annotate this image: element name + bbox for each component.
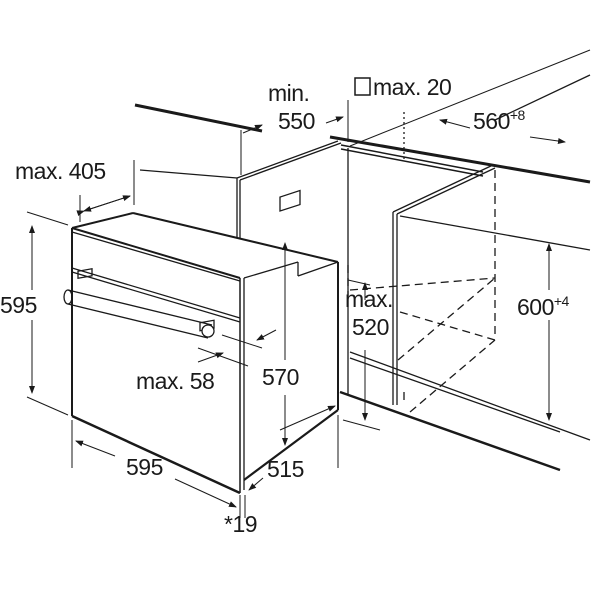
oven-body (71, 189, 339, 495)
label-max-520: 520 (352, 314, 389, 340)
niche-height-tolerance: +4 (553, 293, 569, 309)
label-depth-515: 515 (267, 456, 304, 482)
dimension-lines (26, 100, 566, 518)
label-max-405: max. 405 (15, 158, 106, 184)
label-min-550: 550 (278, 108, 315, 134)
label-niche-height: 600+4 (517, 294, 569, 319)
label-front-19: *19 (224, 511, 258, 537)
countertop-lines (134, 103, 591, 184)
label-oven-height: 595 (0, 292, 37, 318)
niche-height-value: 600 (517, 294, 554, 320)
cabinet-niche (139, 49, 591, 472)
vent-slot (279, 189, 301, 212)
oven-handle (63, 268, 215, 339)
label-depth-570: 570 (262, 364, 299, 390)
niche-width-value: 560 (473, 108, 510, 134)
label-min: min. (268, 80, 310, 106)
label-niche-width: 560+8 (473, 108, 525, 133)
label-max-20: max. 20 (373, 74, 452, 100)
niche-width-tolerance: +8 (509, 107, 525, 123)
dashed-niche-lines (347, 112, 496, 413)
label-max-58: max. 58 (136, 368, 215, 394)
label-max: max. (345, 286, 393, 312)
square-symbol (354, 77, 371, 96)
label-oven-width: 595 (126, 454, 163, 480)
